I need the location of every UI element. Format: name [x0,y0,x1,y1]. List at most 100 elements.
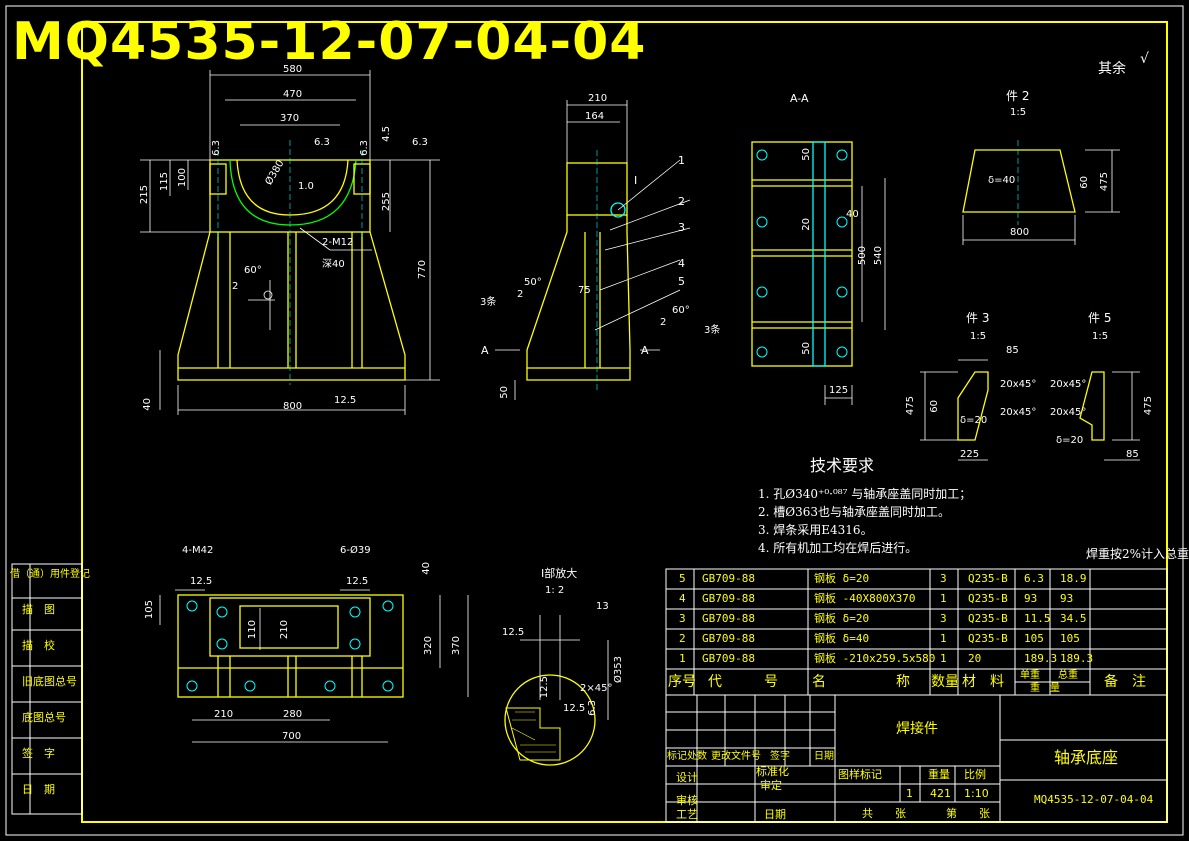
detail-roughness-6-3: 6.3 [587,700,598,716]
part2-dim-800: 800 [1010,227,1030,238]
bom-header-remark: 备 注 [1104,674,1146,690]
dim-plan-320: 320 [423,636,434,656]
tb-date: 日期 [814,751,834,762]
part3-dim-85: 85 [1006,345,1019,356]
dim-50-side: 50 [499,386,510,399]
part5-dim-85: 85 [1126,449,1139,460]
part3-dim-475: 475 [905,396,916,416]
tb-weight-value: 421 [930,787,951,800]
dim-115: 115 [159,172,170,192]
tb-approve: 审定 [760,779,782,792]
section-title-a-a: A-A [790,92,809,105]
dim-470: 470 [283,89,303,100]
tech-item-2: 2. 槽Ø363也与轴承座盖同时加工。 [758,505,951,519]
dim-125: 125 [829,385,849,396]
dim-plan-110: 110 [247,620,258,640]
dim-255: 255 [381,192,392,212]
bom-cell-code: GB709-88 [702,572,755,585]
dim-370: 370 [280,113,300,124]
detail-dim-12-5: 12.5 [502,627,525,638]
bom-cell-name: 钢板 δ=40 [814,632,870,645]
bom-cell-qty: 3 [940,572,947,585]
label-50deg: 50° [524,277,542,288]
bom-cell-w2: 93 [1060,592,1074,605]
detail-title: I部放大 [541,567,578,580]
part2-dim-60: 60 [1079,176,1090,189]
part3-delta: δ=20 [960,415,988,426]
part3-chamfer-1: 20x45° [1000,379,1037,390]
dim-plan-700: 700 [282,731,302,742]
tech-title: 技术要求 [810,456,875,475]
bom-cell-no: 3 [679,612,686,625]
dim-800: 800 [283,401,303,412]
bom-cell-mat: Q235-B [968,592,1008,605]
bom-cell-w2: 18.9 [1060,572,1087,585]
label-60deg-side: 60° [672,305,690,316]
tb-total-sheets: 共 张 [862,807,906,820]
bom-cell-w1: 6.3 [1024,572,1044,585]
dim-50-a: 50 [801,148,812,161]
detail-dim-d353: Ø353 [613,656,624,683]
part2-scale: 1:5 [1010,107,1027,118]
bom-cell-mat: Q235-B [968,612,1008,625]
tb-process: 工艺 [676,808,698,821]
bom-cell-no: 2 [679,632,686,645]
label-r10: 1.0 [298,181,314,192]
bom-cell-w2: 105 [1060,632,1080,645]
label-60deg: 60° [244,265,262,276]
callout-i: I [634,174,638,187]
detail-scale: 1: 2 [545,585,565,596]
dim-4-5: 4.5 [381,126,392,142]
strip-old-base-no: 旧底图总号 [22,675,77,688]
dim-40: 40 [142,398,153,411]
strip-signature: 签 字 [22,747,55,760]
label-3-weld-b: 3条 [704,325,721,336]
dim-75: 75 [578,285,591,296]
part3-dim-225: 225 [960,449,980,460]
label-12-5-b: 12.5 [346,576,369,587]
drawing-number-title: MQ4535-12-07-04-04 [12,12,647,72]
weld-weight-note: 焊重按2%计入总重 [1086,547,1189,561]
tb-weight: 重量 [928,768,950,781]
detail-dim-12-5-c: 12.5 [539,676,550,699]
callout-4: 4 [678,257,685,270]
label-6-d39: 6-Ø39 [340,545,371,556]
label-4-m42: 4-M42 [182,545,214,556]
bom-header-qty: 数量 [931,674,959,690]
tb-sign: 签字 [770,751,790,762]
tb-standard: 标准化 [756,765,789,778]
tb-check: 审核 [676,794,698,807]
detail-dim-12-5-b: 12.5 [563,703,586,714]
bom-cell-mat: Q235-B [968,572,1008,585]
dim-plan-40: 40 [421,562,432,575]
callout-3: 3 [678,221,685,234]
dim-40-a: 40 [846,209,859,220]
bom-header-code: 代 号 [708,674,778,690]
tech-item-3: 3. 焊条采用E4316。 [758,523,873,537]
part2-delta: δ=40 [988,175,1016,186]
tb-sheet-no: 第 张 [946,807,990,820]
part3-chamfer-2: 20x45° [1000,407,1037,418]
part5-chamfer-2: 20x45° [1050,407,1087,418]
roughness-note: 其余 [1098,61,1126,77]
dim-6-3-a: 6.3 [314,137,330,148]
dim-plan-210-v: 210 [279,620,290,640]
bom-header-total: 总重 [1058,670,1078,681]
callout-5: 5 [678,275,685,288]
bom-header-weight: 重 量 [1030,683,1060,694]
bom-header-no: 序号 [668,674,696,690]
tb-scale: 比例 [964,768,986,781]
part5-title: 件 5 [1088,311,1112,325]
dim-500: 500 [857,246,868,266]
tb-date-2: 日期 [764,808,786,821]
bom-cell-qty: 1 [940,652,947,665]
dim-580: 580 [283,64,303,75]
dim-plan-105: 105 [144,600,155,620]
part5-delta: δ=20 [1056,435,1084,446]
dim-plan-210: 210 [214,709,234,720]
detail-dim-13: 13 [596,601,609,612]
label-12-5: 12.5 [334,395,357,406]
tb-change: 更改文件号 [711,751,761,762]
strip-date: 日 期 [22,783,55,796]
